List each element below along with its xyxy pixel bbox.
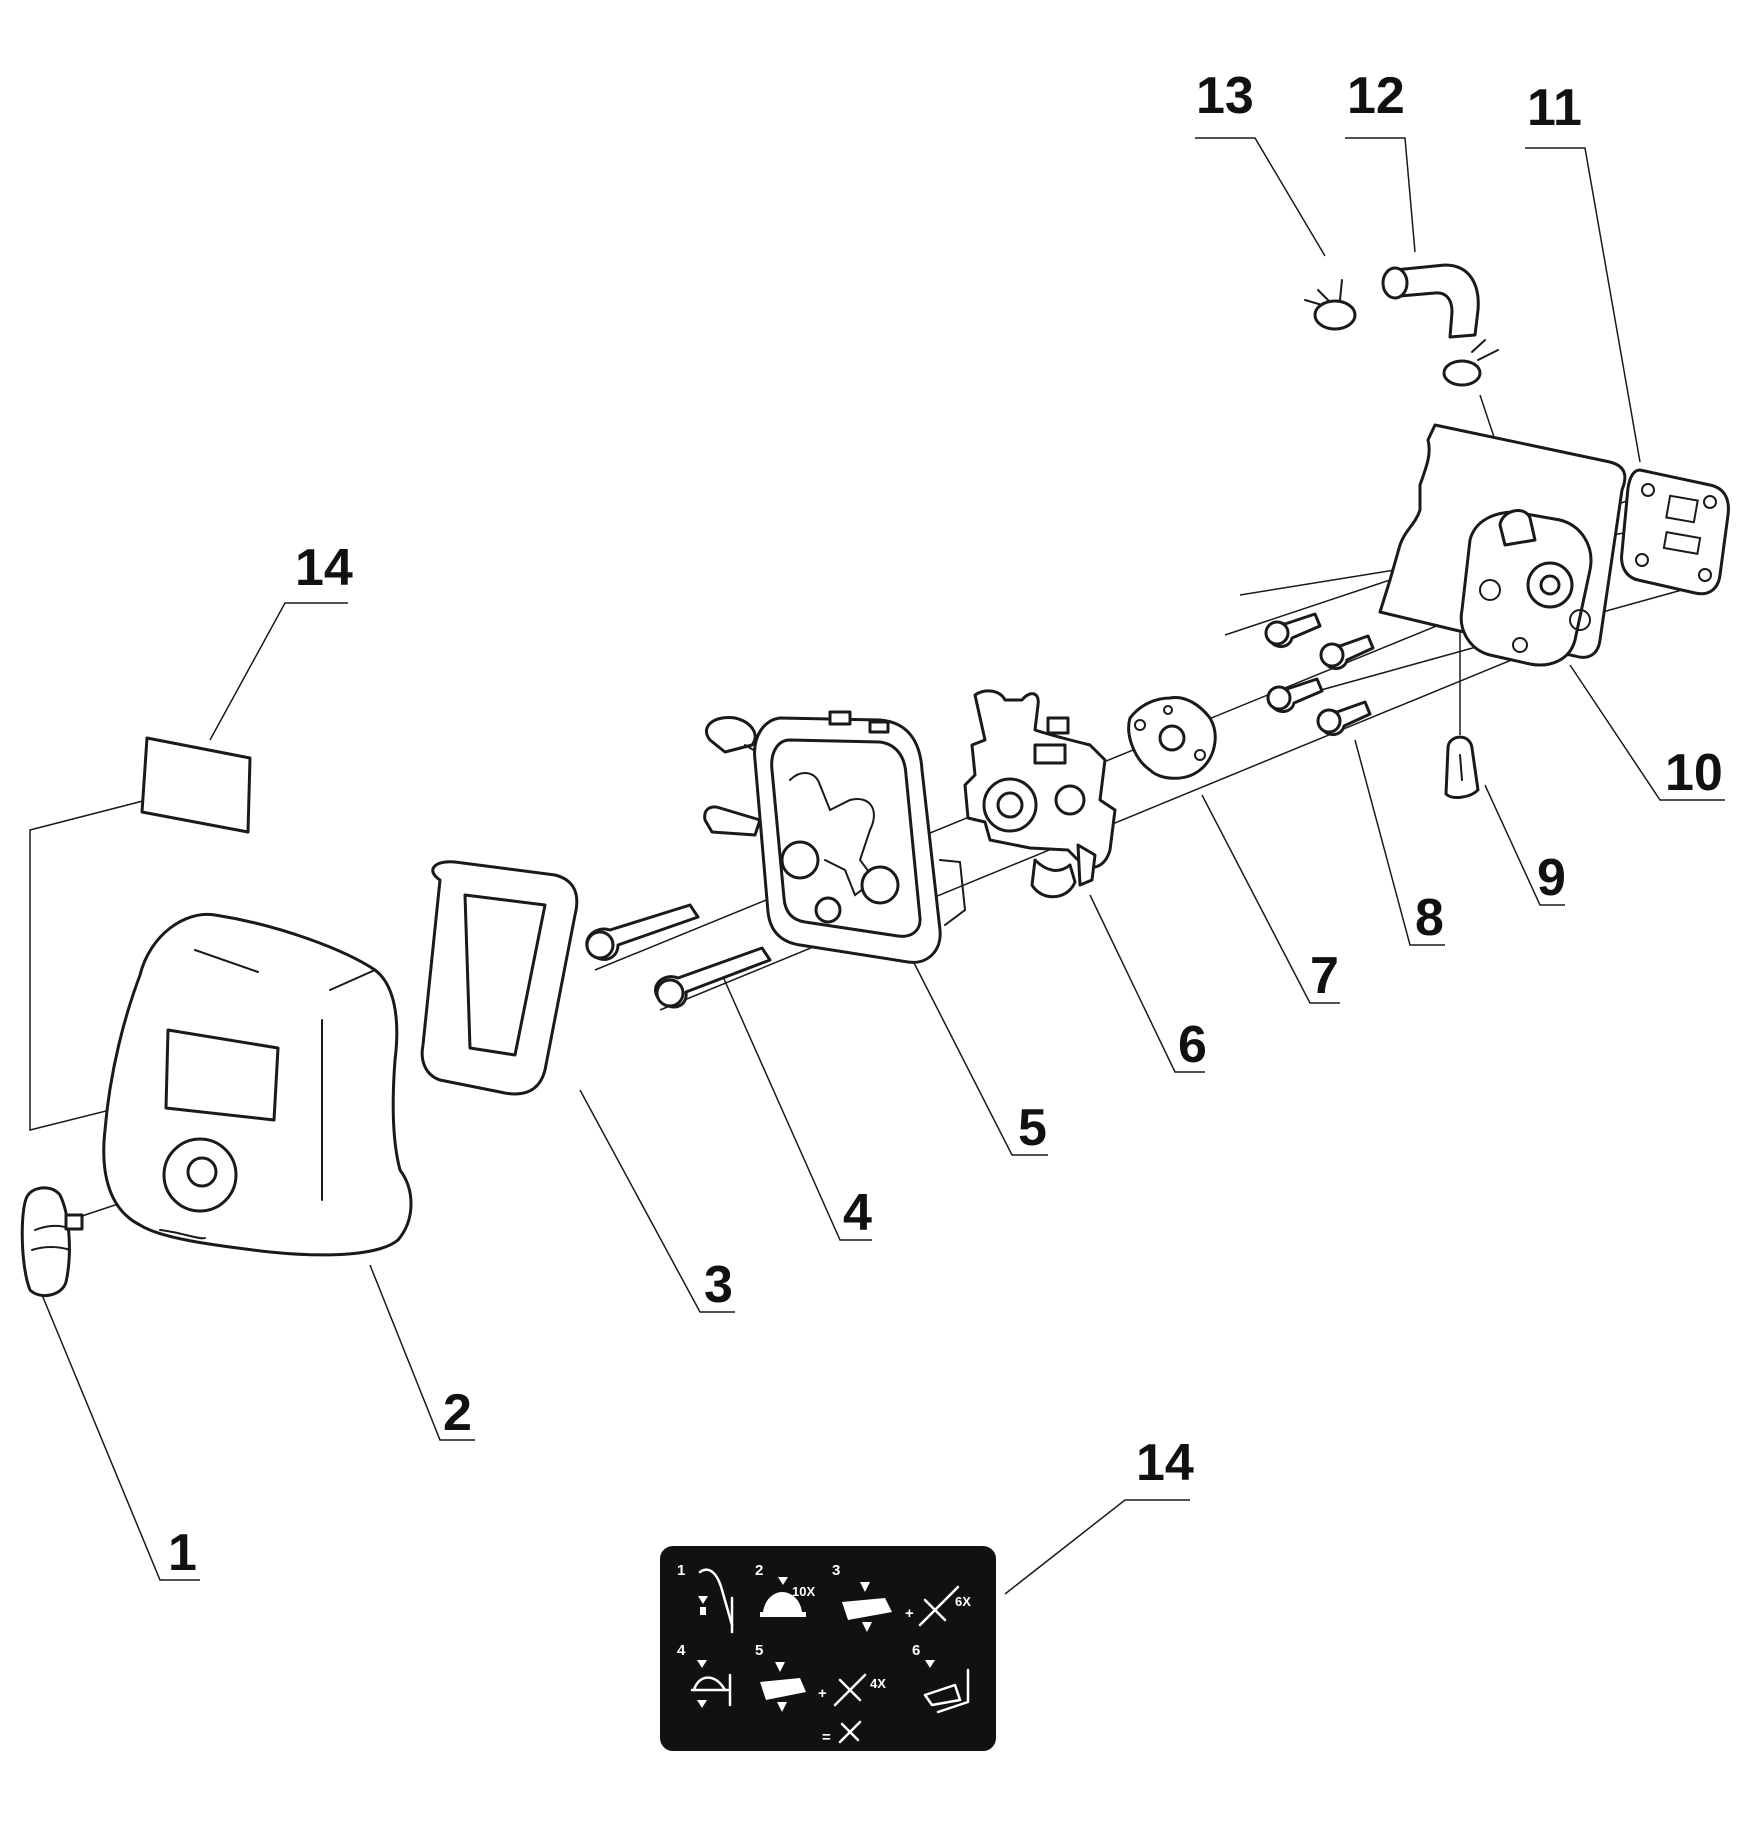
decal-step-3-number: 3 (832, 1562, 840, 1579)
decal-step-6-number: 6 (912, 1642, 920, 1659)
decal-step-4-number: 4 (677, 1642, 686, 1659)
decal-step-2-repeat: 10X (792, 1584, 815, 1599)
part-7-insulator-gasket (1127, 695, 1217, 780)
callout-12: 12 (1347, 67, 1405, 125)
part-3-filter-element (420, 860, 579, 1096)
decal-primer-bulb-icon: 10X (760, 1577, 815, 1617)
decal-choke-half-icon (690, 1660, 732, 1708)
callout-1: 1 (168, 1524, 197, 1582)
part-10-intake-manifold (1378, 423, 1627, 667)
decal-step-5-repeat: 4X (870, 1676, 886, 1691)
decal-plus-1: + (905, 1605, 914, 1622)
callout-14-decal: 14 (1136, 1434, 1194, 1492)
decal-step-1-number: 1 (677, 1562, 685, 1579)
decal-step-3-repeat: 6X (955, 1594, 971, 1609)
part-13-hose-clamps (1304, 279, 1499, 387)
decal-step-2-number: 2 (755, 1562, 763, 1579)
part-2-air-filter-cover (102, 912, 413, 1257)
decal-result-icon: = (822, 1720, 862, 1746)
decal-step-5-number: 5 (755, 1642, 763, 1659)
part-9-clip (1444, 735, 1480, 799)
callout-labels: 1 2 3 4 5 6 7 8 9 10 11 12 13 14 14 (168, 67, 1723, 1582)
part-14-blank-label (140, 736, 252, 834)
part-5-air-box-base (703, 710, 967, 964)
callout-13: 13 (1196, 67, 1254, 125)
callout-3: 3 (704, 1256, 733, 1314)
decal-throttle-pull-icon: + 6X (842, 1582, 971, 1632)
callout-14-label: 14 (295, 539, 353, 597)
part-6-carburetor (963, 689, 1117, 899)
part-12-elbow-hose (1381, 263, 1480, 339)
callout-5: 5 (1018, 1099, 1047, 1157)
decal-throttle-pull-icon-2: + 4X (760, 1662, 886, 1712)
callout-8: 8 (1415, 889, 1444, 947)
part-8-short-screws (1264, 612, 1375, 736)
decal-equals: = (822, 1729, 831, 1746)
part-4-long-screws (585, 903, 772, 1009)
part-11-intake-gasket (1620, 468, 1730, 596)
callout-9: 9 (1537, 849, 1566, 907)
decal-choke-lever-icon (698, 1568, 734, 1634)
callout-6: 6 (1178, 1016, 1207, 1074)
callout-2: 2 (443, 1384, 472, 1442)
decal-choke-off-icon (923, 1660, 970, 1714)
callout-4: 4 (843, 1184, 872, 1242)
leader-lines (39, 137, 1725, 1595)
part-1-cover-knob (20, 1186, 84, 1298)
callout-10: 10 (1665, 744, 1723, 802)
callout-7: 7 (1310, 947, 1339, 1005)
callout-11: 11 (1527, 79, 1582, 137)
decal-plus-2: + (818, 1685, 827, 1702)
part-14-instruction-decal: 1 2 3 4 5 6 10X + 6X (660, 1546, 996, 1751)
decal-background (660, 1546, 996, 1751)
